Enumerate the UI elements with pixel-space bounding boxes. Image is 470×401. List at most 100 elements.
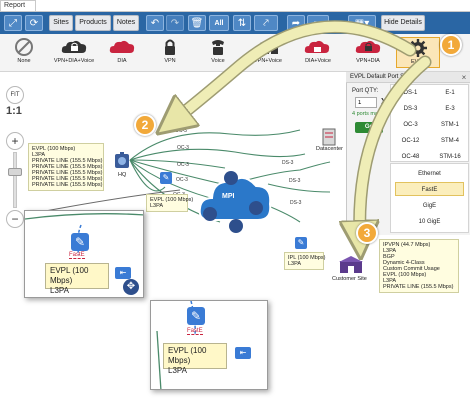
none-icon — [15, 38, 33, 56]
callout-2: 2 — [134, 114, 156, 136]
speed-option-stm16[interactable]: STM-16 — [439, 154, 461, 160]
router-icon[interactable]: ✥ — [123, 279, 139, 295]
link-label: DS-3 — [289, 178, 301, 184]
expand-icon: ⤢ — [9, 18, 17, 29]
detail-line: L3PA — [383, 248, 397, 254]
fit-view-button[interactable]: ⤢ — [4, 15, 22, 31]
speed-option-stm4[interactable]: STM-4 — [441, 138, 459, 144]
one-to-one-button[interactable]: 1:1 — [6, 105, 22, 117]
link-tool-icon: ⤤ — [263, 18, 269, 29]
fast-ethernet-label: FastE — [69, 252, 85, 259]
palette-label: VPN+DIA+Voice — [53, 58, 95, 64]
palette-label: VPN+DIA — [356, 58, 380, 64]
lock-icon — [165, 39, 175, 55]
speed-option-10gige[interactable]: 10 GigE — [418, 219, 441, 225]
palette-label: DIA+Voice — [305, 58, 331, 64]
close-icon[interactable]: × — [461, 73, 467, 82]
speed-option-ds3[interactable]: DS-3 — [403, 106, 418, 112]
detail-line: EVPL (100 Mbps) — [383, 272, 427, 278]
zoom-slider-thumb[interactable] — [8, 168, 22, 176]
zoom-inset-2: ✎ FastE EVPL (100 Mbps) L3PA ⇤ — [150, 300, 268, 390]
link-label: OC-3 — [177, 145, 189, 151]
fast-ethernet-label: FastE — [187, 328, 203, 335]
detail-line: L3PA — [32, 152, 46, 158]
palette-item-vpn-dia[interactable]: VPN+DIA — [346, 37, 390, 68]
wrench-icon[interactable]: ✎ — [160, 172, 172, 184]
zoom-slider-track[interactable] — [13, 152, 17, 208]
palette-label: VPN — [164, 58, 176, 64]
detail-line: EVPL (100 Mbps) — [168, 346, 207, 365]
detail-line: PRIVATE LINE (155.5 Mbps) — [383, 284, 454, 290]
hq-details-box: EVPL (100 Mbps) L3PA PRIVATE LINE (155.5… — [28, 143, 104, 191]
detail-line: EVPL (100 Mbps) — [150, 197, 194, 203]
callout-1: 1 — [440, 34, 462, 56]
wrench-icon[interactable]: ✎ — [187, 307, 205, 325]
speed-option-ds1[interactable]: DS-1 — [403, 90, 418, 96]
sort-icon: ⇅ — [237, 18, 247, 29]
speed-option-stm1[interactable]: STM-1 — [441, 122, 459, 128]
palette-item-dia[interactable]: DIA — [102, 37, 142, 68]
hq-router-icon[interactable] — [112, 150, 134, 172]
refresh-button[interactable]: ⟳ — [25, 15, 43, 31]
speed-option-e3[interactable]: E-3 — [445, 106, 455, 112]
tab-sites[interactable]: Sites — [49, 15, 73, 31]
evpl-label-box: EVPL (100 Mbps) L3PA — [163, 343, 227, 375]
palette-label: DIA — [117, 58, 127, 64]
detail-line: PRIVATE LINE (155.5 Mbps) — [32, 176, 103, 182]
delete-button[interactable]: 🗑 — [188, 15, 206, 31]
tab-products[interactable]: Products — [75, 15, 111, 31]
cloud-phone-icon — [304, 40, 330, 53]
speed-option-oc12[interactable]: OC-12 — [401, 138, 420, 144]
palette-item-voice[interactable]: Voice — [198, 37, 238, 68]
wrench-icon[interactable]: ✎ — [71, 233, 89, 251]
wrench-icon[interactable]: ✎ — [295, 237, 307, 249]
hq-label: HQ — [118, 172, 127, 178]
detail-line: L3PA — [150, 203, 164, 209]
port-qty-label: Port QTY: — [352, 88, 379, 94]
detail-line: L3PA — [168, 366, 187, 375]
speed-option-gige[interactable]: GigE — [422, 203, 437, 209]
zoom-out-button[interactable]: − — [6, 210, 24, 228]
go-button[interactable]: Go — [355, 122, 383, 133]
palette-label: VPN+Voice — [254, 58, 282, 64]
report-tab[interactable]: Report — [0, 0, 36, 11]
speed-option-oc3[interactable]: OC-3 — [403, 122, 418, 128]
undo-icon: ↶ — [150, 18, 160, 29]
fit-button[interactable]: FIT — [6, 86, 24, 104]
detail-line: IPL (100 Mbps) — [288, 255, 326, 261]
hide-details-button[interactable]: Hide Details — [381, 15, 425, 31]
datacenter-icon[interactable] — [322, 128, 336, 146]
palette-item-none[interactable]: None — [4, 37, 44, 68]
speed-option-oc48[interactable]: OC-48 — [401, 154, 420, 160]
port-qty-input[interactable] — [355, 97, 377, 108]
palette-label: None — [17, 58, 31, 64]
redo-button[interactable]: ↷ — [166, 15, 184, 31]
detail-line: IPVPN (44.7 Mbps) — [383, 242, 431, 248]
detail-line: L3PA — [288, 261, 302, 267]
tab-divider — [0, 11, 470, 12]
speed-option-faste[interactable]: FastE — [395, 182, 464, 196]
palette-item-vpn-dia-voice[interactable]: VPN+DIA+Voice — [52, 37, 96, 68]
ipl-details: IPL (100 Mbps) L3PA — [284, 252, 326, 270]
port-icon[interactable]: ⇤ — [115, 267, 131, 279]
link-tool-button[interactable]: ⤤ — [254, 15, 278, 31]
customer-details-box: IPVPN (44.7 Mbps) L3PA BGP Dynamic 4-Cla… — [379, 239, 459, 293]
palette-item-dia-voice[interactable]: DIA+Voice — [296, 37, 340, 68]
palette-item-vpn[interactable]: VPN — [150, 37, 190, 68]
sort-button[interactable]: ⇅ — [233, 15, 251, 31]
detail-line: PRIVATE LINE (155.5 Mbps) — [32, 164, 103, 170]
speed-grid: DS-1 DS-3 OC-3 OC-12 OC-48 E-1 E-3 STM-1… — [390, 84, 469, 162]
port-icon[interactable]: ⇤ — [235, 347, 251, 359]
cloud-icon — [109, 40, 135, 53]
mpi-cloud-icon[interactable] — [196, 168, 274, 238]
speed-option-e1[interactable]: E-1 — [445, 90, 455, 96]
zoom-in-button[interactable]: + — [6, 132, 24, 150]
ethernet-heading: Ethernet — [418, 171, 441, 177]
undo-button[interactable]: ↶ — [146, 15, 164, 31]
select-all-button[interactable]: All — [209, 15, 229, 31]
locked-cloud-icon — [355, 40, 381, 53]
link-label: OC-3 — [176, 177, 188, 183]
tab-notes[interactable]: Notes — [113, 15, 139, 31]
ports-max-text: 4 ports max — [352, 111, 381, 117]
